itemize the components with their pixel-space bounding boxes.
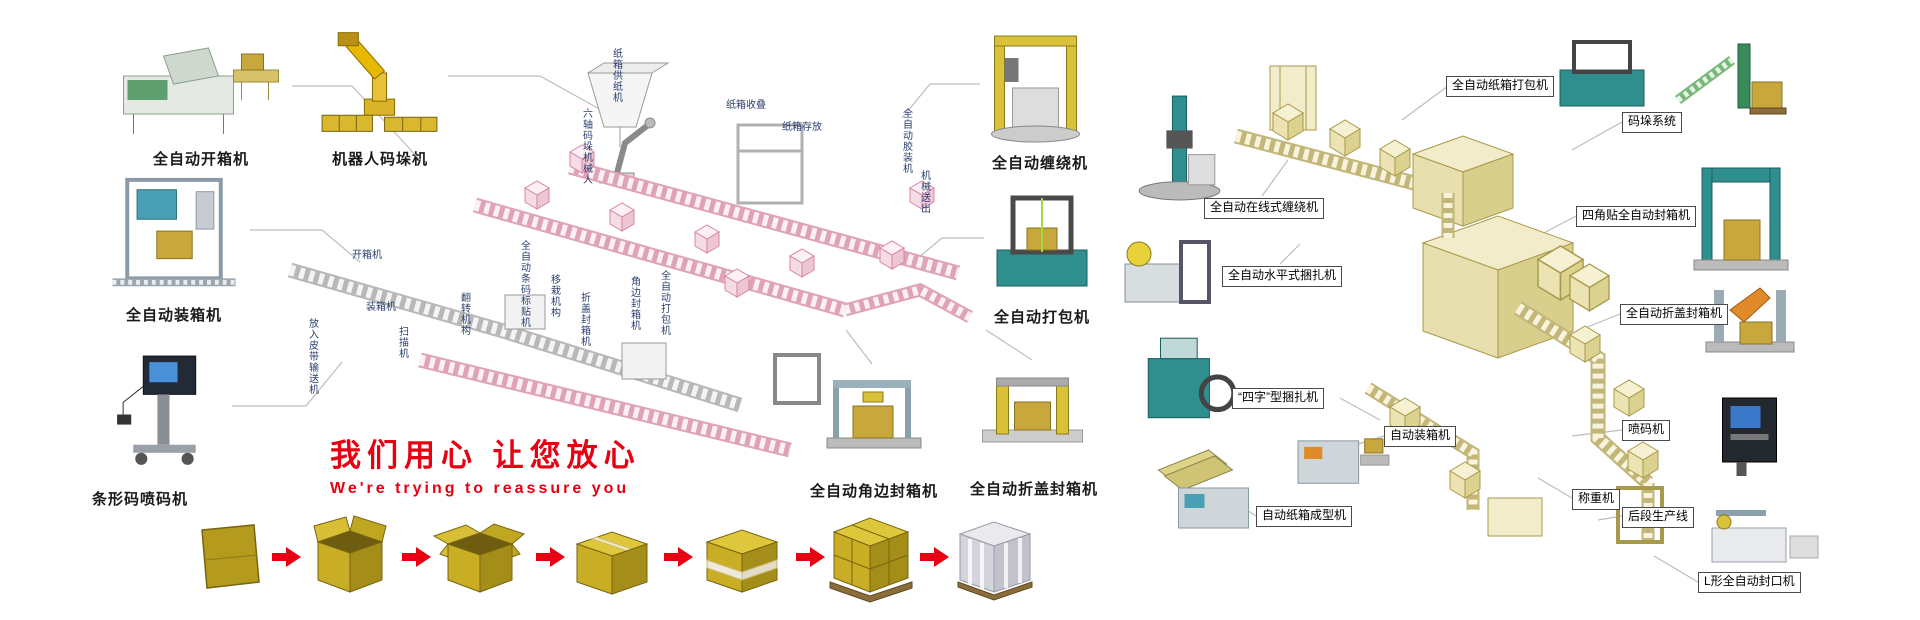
step-flat-blank-illustration [188, 520, 268, 596]
strapping-machine-photo [986, 188, 1098, 300]
flap-sealer2-photo [1700, 270, 1800, 380]
diagram-label-case-packer: 装箱机 [366, 302, 396, 313]
barcode-inkjet-label: 条形码喷码机 [91, 491, 188, 508]
diagram-label-corner-sealer: 角边封箱机 [628, 276, 640, 331]
red-arrow-icon [272, 546, 302, 568]
diagram-label-transfer: 移栽机构 [548, 274, 560, 318]
l-sealer-photo [1706, 498, 1824, 574]
auto-case-packer-label: 自动装箱机 [1384, 426, 1457, 447]
corner-sealer-photo [818, 368, 930, 476]
wrapping-machine-label: 全自动缠绕机 [991, 155, 1088, 172]
corner-paste-sealer-photo [1686, 160, 1796, 282]
carton-strapping-label: 全自动纸箱打包机 [1446, 76, 1555, 97]
step-sealed-carton-illustration [562, 518, 662, 598]
auto-case-packer-photo [1290, 414, 1396, 494]
red-arrow-icon [920, 546, 950, 568]
carton-strapping-photo [1552, 34, 1652, 114]
horizontal-strapper-label: 全自动水平式捆扎机 [1222, 266, 1343, 287]
strapping-machine-label: 全自动打包机 [993, 309, 1090, 326]
weigher-label: 称重机 [1572, 489, 1621, 510]
diagram-label-labeler: 全自动条码标贴机 [518, 240, 530, 328]
corner-sealer-label: 全自动角边封箱机 [809, 483, 938, 500]
diagram-label-carton-collect: 纸箱收叠 [726, 100, 766, 111]
step-open-flaps-carton-illustration [428, 514, 532, 598]
red-arrow-icon [402, 546, 432, 568]
sz-strapper-photo [1136, 328, 1238, 432]
diagram-label-paper-feeder: 纸箱供纸机 [610, 48, 622, 103]
diagram-label-scanner: 扫描机 [396, 326, 408, 359]
flap-sealer2-label: 全自动折盖封箱机 [1620, 304, 1729, 325]
case-packer-photo [100, 172, 248, 300]
case-opener-label: 全自动开箱机 [152, 151, 249, 168]
robot-palletizer-label: 机器人码垛机 [331, 151, 428, 168]
step-palletized-cartons-illustration [822, 506, 918, 603]
online-wrapper-label: 全自动在线式缠绕机 [1204, 198, 1325, 219]
backline-label: 后段生产线 [1622, 507, 1695, 528]
online-wrapper-photo [1132, 90, 1228, 206]
red-arrow-icon [536, 546, 566, 568]
diagram-label-carton-store: 纸箱存放 [782, 122, 822, 133]
robot-palletizer-photo [312, 20, 448, 142]
inkjet-printer-photo [1706, 388, 1792, 482]
carton-former-label: 自动纸箱成型机 [1256, 506, 1353, 527]
l-sealer-label: L形全自动封口机 [1698, 572, 1801, 593]
step-taped-carton-illustration [690, 516, 794, 598]
diagram-label-belt-conveyor: 放入皮带输送机 [306, 318, 318, 395]
right-line-diagram [1234, 65, 1664, 544]
wrapping-machine-photo [982, 28, 1098, 148]
step-wrapped-pallet-illustration [948, 510, 1040, 602]
diagram-label-flap-sealer: 折盖封箱机 [578, 292, 590, 347]
case-packer-label: 全自动装箱机 [125, 307, 222, 324]
sz-strapper-label: “四字”型捆扎机 [1232, 388, 1324, 409]
center-line-diagram [287, 62, 974, 458]
diagram-label-six-axis-robot: 六轴码垛机械人 [580, 108, 592, 185]
diagram-label-outfeed: 机械送出 [918, 170, 930, 214]
step-erected-carton-illustration [300, 514, 400, 598]
flap-sealer-label: 全自动折盖封箱机 [969, 481, 1098, 498]
slogan-chinese: 我们用心 让您放心 [330, 438, 641, 473]
inkjet-printer-label: 喷码机 [1622, 420, 1671, 441]
palletizing-system-label: 码垛系统 [1622, 112, 1683, 133]
palletizing-system-photo [1672, 30, 1790, 122]
diagram-label-case-erector: 开箱机 [352, 250, 382, 261]
barcode-inkjet-photo [112, 346, 230, 482]
diagram-label-glue-machine: 全自动胶装机 [900, 108, 912, 174]
diagram-label-strapper: 全自动打包机 [658, 270, 670, 336]
red-arrow-icon [664, 546, 694, 568]
case-opener-photo [112, 26, 290, 144]
slogan-english: We're trying to reassure you [330, 480, 630, 497]
carton-former-photo [1148, 440, 1264, 540]
corner-paste-sealer-label: 四角贴全自动封箱机 [1576, 206, 1697, 227]
red-arrow-icon [796, 546, 826, 568]
diagram-label-turner: 翻转机构 [458, 292, 470, 336]
horizontal-strapper-photo [1116, 224, 1218, 312]
flap-sealer-photo [976, 364, 1092, 474]
